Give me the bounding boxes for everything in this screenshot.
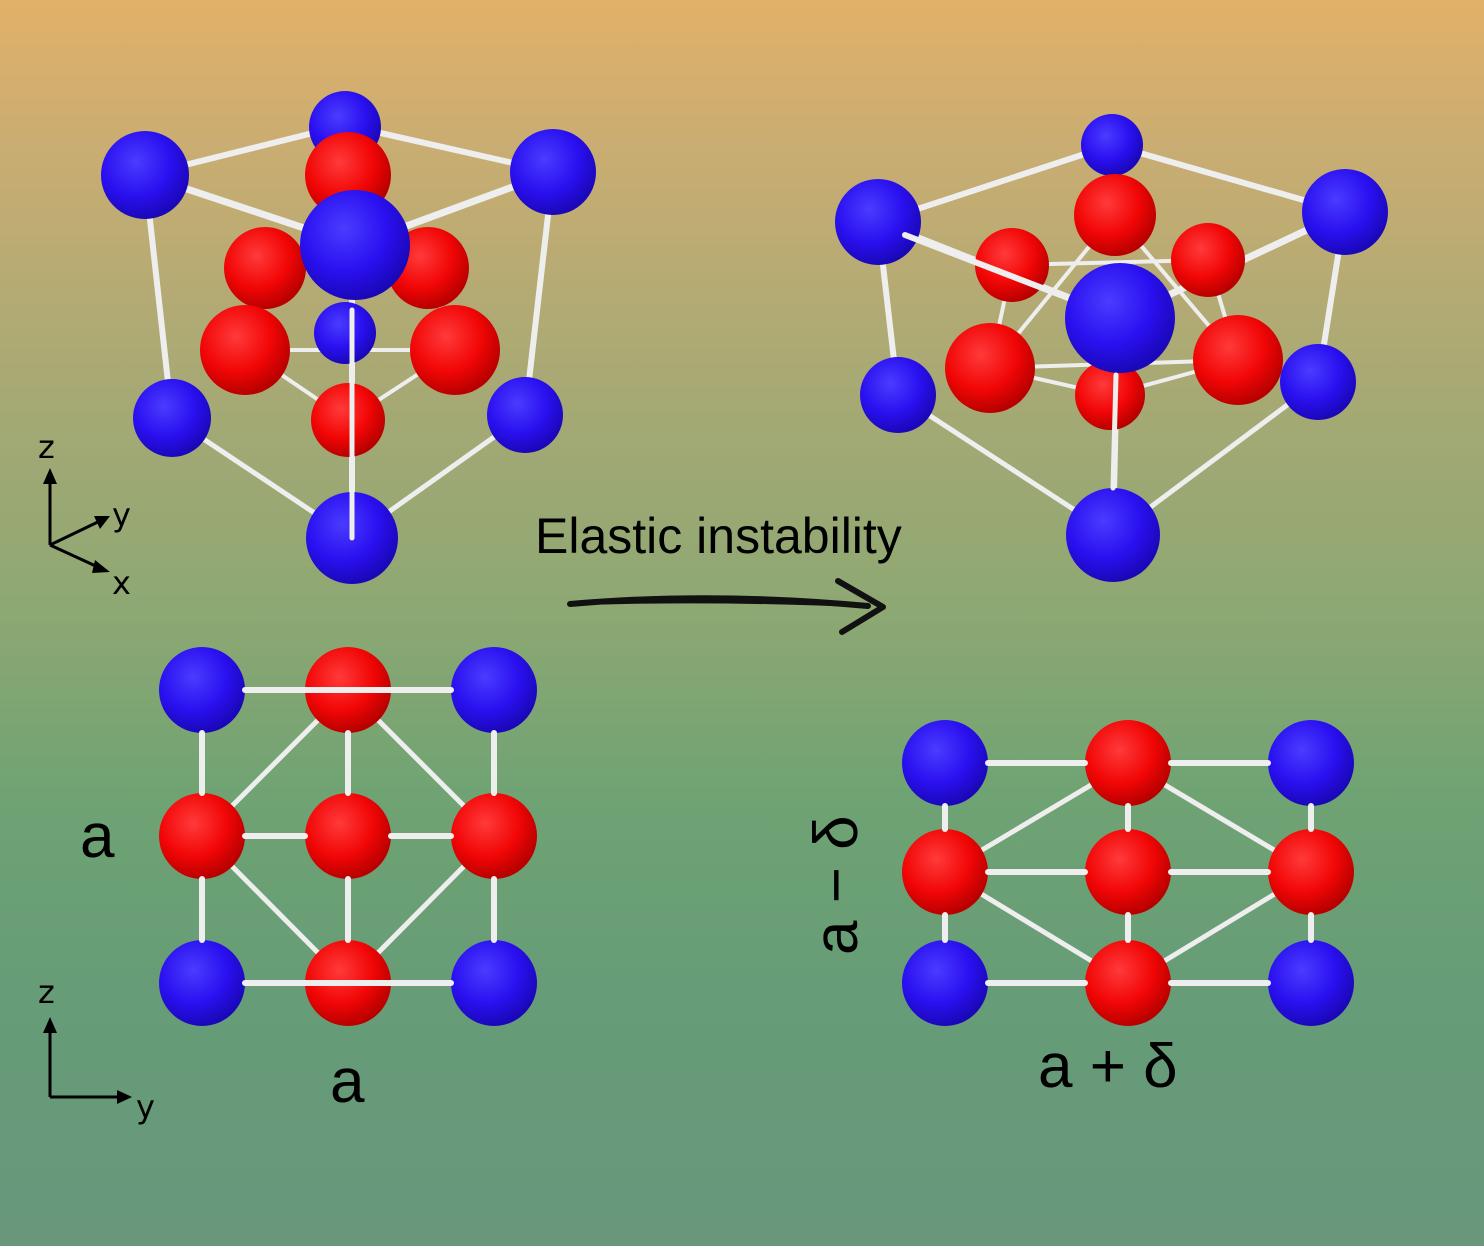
axis-label-z: z — [38, 428, 55, 466]
blue-atom — [1280, 344, 1356, 420]
blue-atom — [835, 179, 921, 265]
axis-label-z: z — [38, 973, 55, 1011]
red-atom — [1085, 720, 1171, 806]
red-atom — [1268, 829, 1354, 915]
red-atom — [1074, 174, 1156, 256]
cubic-2d-projection: a a — [80, 647, 537, 1116]
blue-atom — [451, 940, 537, 1026]
tetragonal-2d-projection: a − δ a + δ — [802, 720, 1354, 1101]
red-atom — [451, 793, 537, 879]
red-atom — [1193, 315, 1283, 405]
blue-atom — [451, 647, 537, 733]
axis-label-y: y — [112, 496, 131, 534]
red-atom — [1085, 940, 1171, 1026]
red-atom — [1171, 223, 1245, 297]
tetragonal-3d-atoms — [835, 114, 1388, 582]
red-atom — [902, 829, 988, 915]
red-atom — [224, 227, 306, 309]
blue-atom — [300, 190, 410, 300]
blue-atom — [101, 131, 189, 219]
blue-atom — [1065, 263, 1175, 373]
cubic-bottom-label: a — [330, 1047, 365, 1116]
axes-2d-indicator: z y — [38, 973, 155, 1126]
red-atom — [945, 323, 1035, 413]
cubic-side-label: a — [80, 802, 115, 871]
tetragonal-side-label: a − δ — [802, 815, 871, 955]
red-atom — [1075, 360, 1145, 430]
tetragonal-2d-atoms — [902, 720, 1354, 1026]
blue-atom — [510, 129, 596, 215]
cubic-2d-atoms — [159, 647, 537, 1026]
blue-atom — [902, 940, 988, 1026]
blue-atom — [1302, 169, 1388, 255]
red-atom — [200, 305, 290, 395]
transition-label: Elastic instability — [535, 508, 902, 564]
axes-3d-indicator: z y x — [38, 428, 131, 602]
blue-atom — [902, 720, 988, 806]
blue-atom — [487, 377, 563, 453]
cubic-3d-atoms — [101, 91, 596, 584]
red-atom — [1085, 829, 1171, 915]
blue-atom — [314, 302, 376, 364]
blue-atom — [159, 940, 245, 1026]
axis-label-y: y — [136, 1088, 155, 1126]
blue-atom — [860, 357, 936, 433]
blue-atom — [133, 379, 211, 457]
cubic-3d-structure — [101, 91, 596, 584]
blue-atom — [1268, 720, 1354, 806]
red-atom — [305, 793, 391, 879]
blue-atom — [1268, 940, 1354, 1026]
axis-label-x: x — [112, 564, 131, 602]
red-atom — [410, 305, 500, 395]
tetragonal-bottom-label: a + δ — [1038, 1032, 1178, 1101]
blue-atom — [1066, 488, 1160, 582]
transition-arrow: Elastic instability — [535, 508, 902, 635]
tetragonal-3d-structure — [835, 114, 1388, 582]
blue-atom — [159, 647, 245, 733]
blue-atom — [1081, 114, 1143, 176]
red-atom — [311, 383, 385, 457]
red-atom — [159, 793, 245, 879]
